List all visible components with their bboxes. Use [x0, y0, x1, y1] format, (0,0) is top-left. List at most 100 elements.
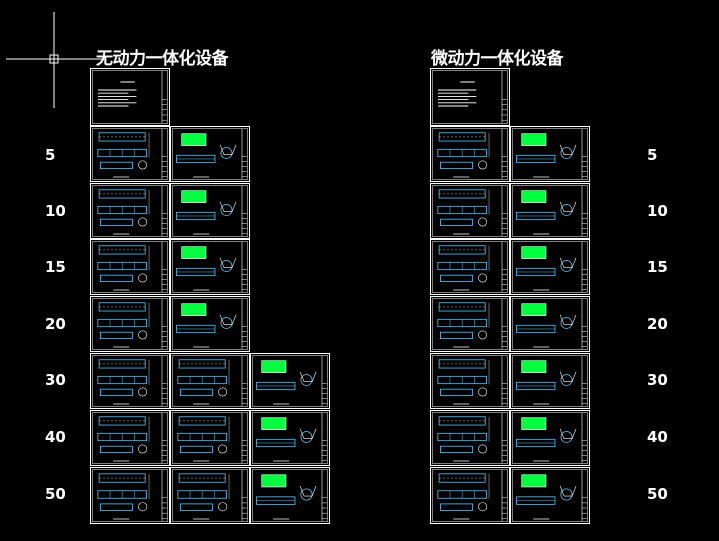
tank-section-detail — [220, 204, 233, 216]
left-col-a-sheet[interactable] — [90, 126, 170, 182]
fitting-detail — [219, 257, 237, 269]
tank-section — [439, 274, 473, 283]
sheet-border — [170, 410, 250, 466]
tank-section-detail — [560, 374, 573, 386]
left-col-b-sheet[interactable] — [170, 410, 250, 466]
fitting-detail — [559, 144, 577, 156]
right-col-a-sheet[interactable] — [430, 183, 510, 239]
left-col-c-sheet[interactable] — [250, 410, 330, 466]
left-col-a-sheet[interactable] — [90, 296, 170, 352]
left-col-b-sheet[interactable] — [170, 126, 250, 182]
sheet-border — [430, 467, 510, 524]
left-col-b-sheet[interactable] — [170, 467, 250, 524]
right-row-label-20: 20 — [647, 315, 668, 333]
tank-section — [439, 161, 473, 170]
left-cover-sheet[interactable] — [90, 68, 170, 126]
sheet-inner-border — [512, 241, 588, 293]
sheet-inner-border — [92, 241, 168, 293]
left-col-a-sheet[interactable] — [90, 239, 170, 295]
tank-section-detail — [300, 374, 313, 386]
tank-section — [100, 388, 133, 397]
right-cover-sheet[interactable] — [430, 68, 510, 126]
right-col-b-sheet[interactable] — [510, 296, 590, 352]
tank-section-detail — [560, 147, 573, 159]
sheet-inner-border — [92, 185, 168, 237]
sheet-inner-border — [432, 355, 508, 407]
left-col-c-sheet[interactable] — [250, 467, 330, 524]
left-col-b-sheet[interactable] — [170, 296, 250, 352]
tank-section — [179, 503, 213, 511]
fitting-detail — [219, 144, 237, 156]
sheet-inner-border — [252, 355, 328, 407]
right-col-a-sheet[interactable] — [430, 353, 510, 409]
sheet-inner-border — [252, 469, 328, 522]
right-row-label-30: 30 — [647, 371, 668, 389]
tank-section-detail — [560, 488, 573, 501]
left-col-a-sheet[interactable] — [90, 183, 170, 239]
right-row-label-10: 10 — [647, 202, 668, 220]
sheet-inner-border — [92, 70, 168, 124]
sheet-inner-border — [172, 355, 248, 407]
manhole-detail — [138, 160, 148, 170]
sheet-border — [430, 183, 510, 239]
sheet-inner-border — [172, 185, 248, 237]
left-col-a-sheet[interactable] — [90, 410, 170, 466]
sheet-border — [430, 126, 510, 182]
left-col-b-sheet[interactable] — [170, 183, 250, 239]
fitting-detail — [559, 257, 577, 269]
right-col-b-sheet[interactable] — [510, 353, 590, 409]
sheet-border — [430, 410, 510, 466]
manhole-detail — [218, 502, 228, 512]
sheet-inner-border — [432, 70, 508, 124]
right-col-b-sheet[interactable] — [510, 126, 590, 182]
right-col-b-sheet[interactable] — [510, 183, 590, 239]
right-row-label-50: 50 — [647, 485, 668, 503]
tank-section-detail — [300, 488, 313, 501]
sheet-inner-border — [432, 185, 508, 237]
fitting-detail — [299, 485, 317, 497]
right-col-b-sheet[interactable] — [510, 467, 590, 524]
sheet-border — [90, 410, 170, 466]
right-row-label-5: 5 — [647, 146, 658, 164]
right-col-b-sheet[interactable] — [510, 410, 590, 466]
tank-plan-fill — [181, 133, 207, 146]
sheet-border — [430, 296, 510, 352]
sheet-border — [90, 296, 170, 352]
right-col-a-sheet[interactable] — [430, 126, 510, 182]
left-col-b-sheet[interactable] — [170, 239, 250, 295]
sheet-inner-border — [512, 412, 588, 464]
left-col-c-sheet[interactable] — [250, 353, 330, 409]
right-col-a-sheet[interactable] — [430, 296, 510, 352]
right-col-a-sheet[interactable] — [430, 467, 510, 524]
tank-plan-fill — [521, 474, 547, 488]
left-group-title: 无动力一体化设备 — [96, 49, 229, 69]
sheet-border — [90, 467, 170, 524]
sheet-border — [90, 353, 170, 409]
left-col-a-sheet[interactable] — [90, 353, 170, 409]
fitting-detail — [559, 314, 577, 326]
sheet-border — [170, 467, 250, 524]
sheet-border — [90, 183, 170, 239]
sheet-inner-border — [432, 241, 508, 293]
manhole-detail — [478, 330, 488, 340]
tank-plan-fill — [181, 190, 207, 203]
manhole-detail — [138, 502, 148, 512]
right-col-b-sheet[interactable] — [510, 239, 590, 295]
left-col-b-sheet[interactable] — [170, 353, 250, 409]
right-col-a-sheet[interactable] — [430, 410, 510, 466]
manhole-detail — [218, 444, 228, 454]
sheet-inner-border — [432, 298, 508, 350]
fitting-detail — [559, 201, 577, 213]
tank-plan-fill — [521, 133, 547, 146]
tank-section-detail — [220, 317, 233, 329]
manhole-detail — [478, 273, 488, 283]
sheet-inner-border — [172, 298, 248, 350]
left-row-label-10: 10 — [45, 202, 66, 220]
left-col-a-sheet[interactable] — [90, 467, 170, 524]
sheet-border — [90, 126, 170, 182]
tank-section-detail — [560, 204, 573, 216]
left-row-label-5: 5 — [45, 146, 56, 164]
tank-section — [179, 445, 213, 454]
right-col-a-sheet[interactable] — [430, 239, 510, 295]
